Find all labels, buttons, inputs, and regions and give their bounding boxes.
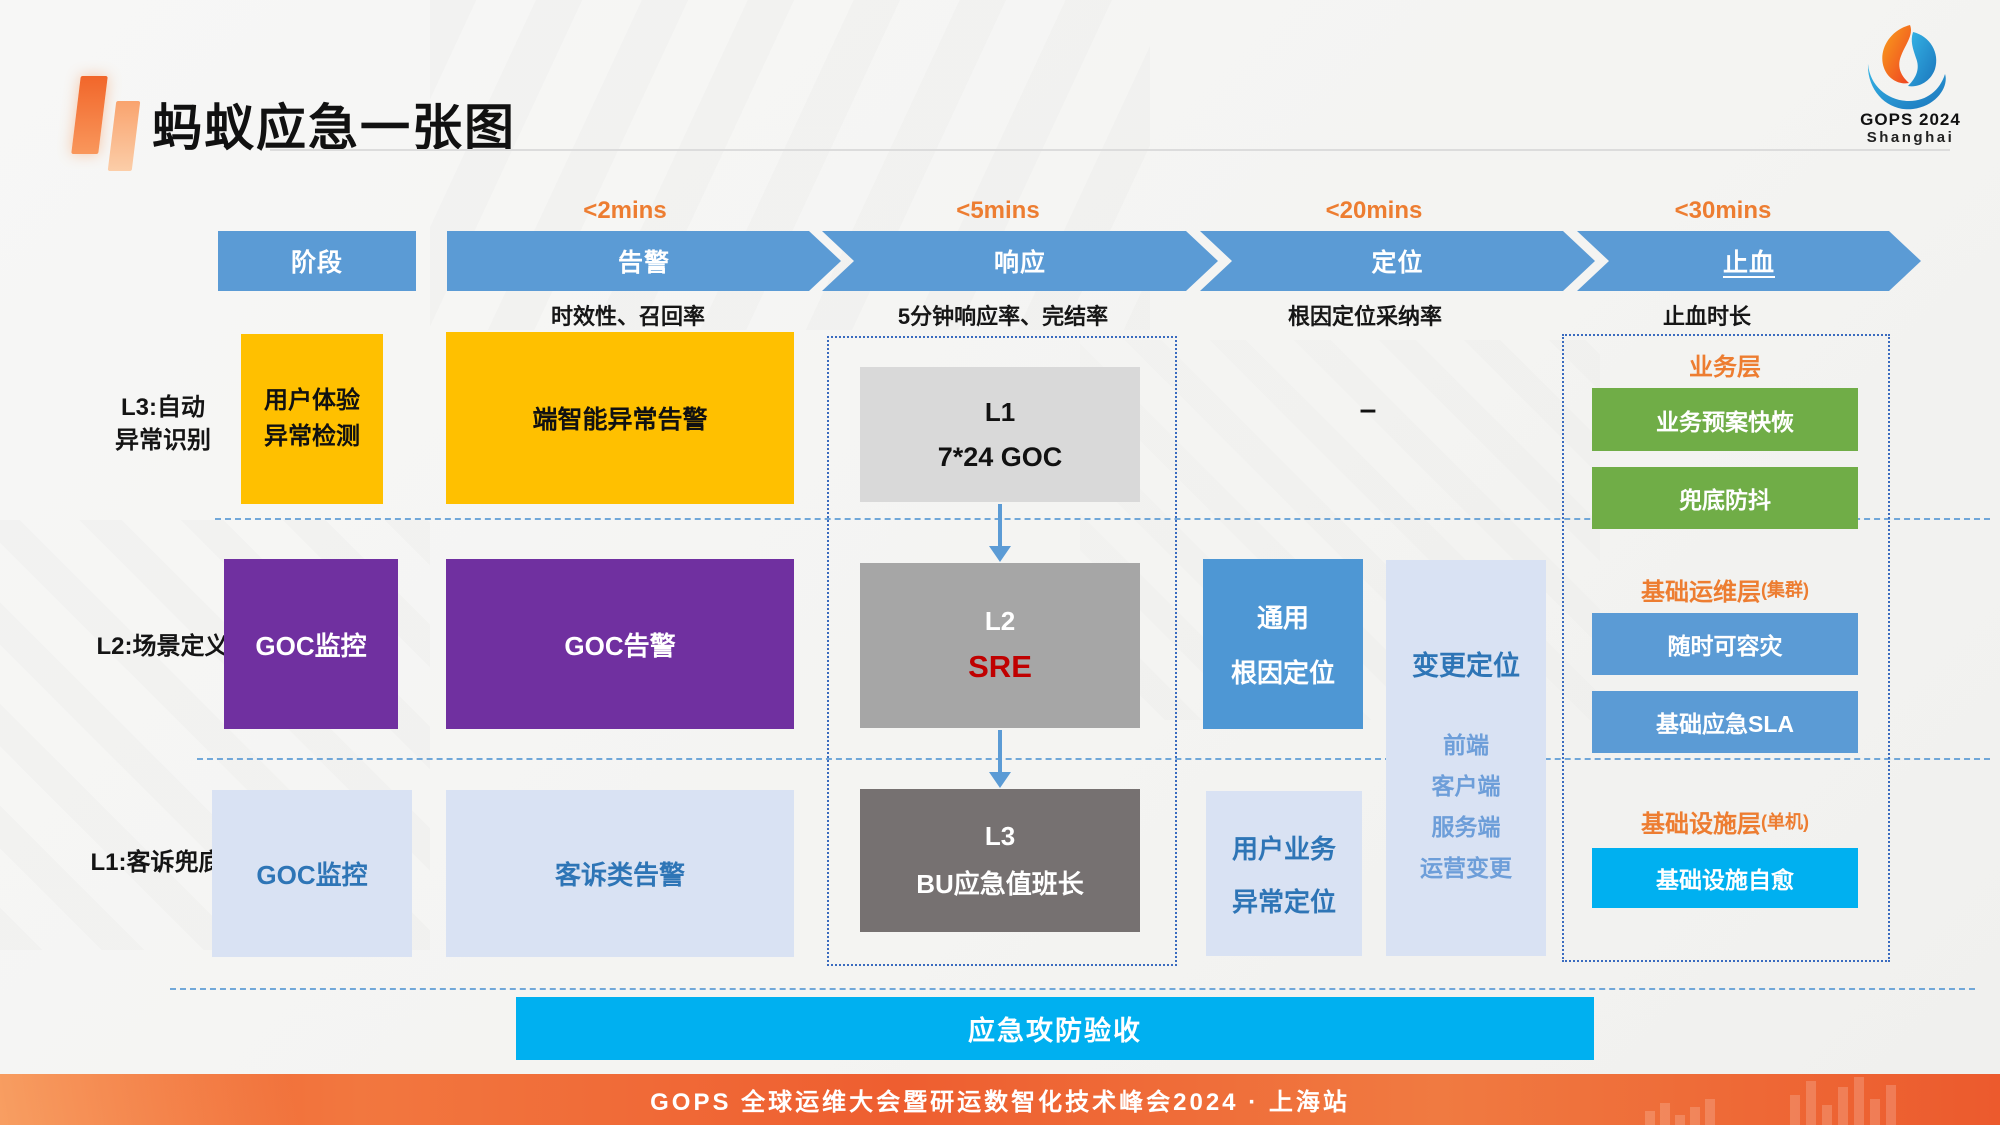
box-generic-root-cause-line1: 通用 — [1256, 603, 1309, 633]
footer-text: GOPS 全球运维大会暨研运数智化技术峰会2024 · 上海站 — [650, 1089, 1350, 1116]
stage-header-respond: 响应 — [822, 231, 1218, 291]
footer-banner: GOPS 全球运维大会暨研运数智化技术峰会2024 · 上海站 — [0, 1074, 2000, 1125]
metric-stop: 止血时长 — [1662, 304, 1751, 329]
box-basic-emergency-sla: 基础应急SLA — [1592, 691, 1858, 753]
timeline-label-20mins: <20mins — [1325, 197, 1423, 224]
title-accent-bars-icon — [71, 76, 108, 154]
box-l1-goc-title: L1 — [984, 396, 1016, 427]
change-item-operation: 运营变更 — [1420, 855, 1512, 881]
metric-locate: 根因定位采纳率 — [1287, 304, 1442, 329]
box-l1-goc-subtitle: 7*24 GOC — [937, 441, 1063, 472]
box-goc-monitor-l2: GOC监控 — [224, 559, 398, 729]
footer-equalizer-decoration — [1645, 1099, 1715, 1125]
row-label-l3-line2: 异常识别 — [115, 427, 211, 454]
box-l2-sre-subtitle: SRE — [968, 649, 1032, 684]
box-l2-sre: L2 SRE — [860, 563, 1140, 728]
stop-header-infra-layer: 基础设施层(单机) — [1592, 806, 1858, 838]
stage-header-phase: 阶段 — [218, 231, 416, 291]
box-anytime-disaster-tolerance: 随时可容灾 — [1592, 613, 1858, 675]
gops-logo-icon — [1867, 25, 1946, 110]
change-item-server: 服务端 — [1431, 814, 1501, 840]
flow-arrow-down-icon — [989, 730, 1011, 788]
respond-group-border — [827, 336, 1177, 966]
box-goc-alert: GOC告警 — [446, 559, 794, 729]
box-goc-monitor-l1: GOC监控 — [212, 790, 412, 957]
box-change-locate: 变更定位 前端 客户端 服务端 运营变更 — [1386, 560, 1546, 956]
box-l3-bu-title: L3 — [984, 820, 1016, 851]
box-l2-sre-title: L2 — [984, 606, 1016, 636]
row-label-l3: L3:自动 异常识别 — [88, 391, 238, 457]
stop-header-infra-layer-text: 基础设施层 — [1641, 810, 1761, 838]
stop-header-ops-layer: 基础运维层(集群) — [1592, 574, 1858, 606]
metric-respond: 5分钟响应率、完结率 — [897, 304, 1109, 329]
locate-l3-empty-dash: – — [1359, 393, 1377, 426]
timeline-label-5mins: <5mins — [956, 197, 1040, 224]
box-fallback-antijitter: 兜底防抖 — [1592, 467, 1858, 529]
box-user-experience-line2: 异常检测 — [264, 423, 360, 450]
box-edge-intelligent-alert: 端智能异常告警 — [446, 332, 794, 504]
change-locate-items: 前端 客户端 服务端 运营变更 — [1386, 725, 1546, 889]
page-title: 蚂蚁应急一张图 — [152, 100, 516, 156]
layer-separator-line — [215, 518, 1990, 520]
gops-logo-name: GOPS 2024 — [1860, 110, 1961, 129]
timeline-label-30mins: <30mins — [1674, 197, 1772, 224]
change-item-client: 客户端 — [1431, 773, 1501, 799]
change-item-frontend: 前端 — [1443, 732, 1489, 758]
footer-equalizer-decoration — [1790, 1077, 1896, 1125]
row-label-l3-line1: L3:自动 — [121, 394, 205, 421]
stage-header-alert: 告警 — [447, 231, 841, 291]
timeline-label-2mins: <2mins — [583, 197, 667, 224]
stage-header-locate: 定位 — [1200, 231, 1595, 291]
stop-header-ops-layer-text: 基础运维层 — [1641, 578, 1761, 606]
flow-arrow-down-icon — [989, 504, 1011, 562]
box-change-locate-title: 变更定位 — [1412, 651, 1520, 681]
box-user-experience-line1: 用户体验 — [264, 387, 360, 414]
stop-header-business-layer: 业务层 — [1689, 353, 1761, 381]
metric-alert: 时效性、召回率 — [550, 304, 705, 329]
title-underline — [270, 149, 1950, 151]
row-label-l2: L2:场景定义 — [96, 633, 229, 660]
box-user-experience-detection: 用户体验 异常检测 — [241, 334, 383, 504]
layer-separator-line — [197, 758, 1990, 760]
box-l3-bu-duty: L3 BU应急值班长 — [860, 789, 1140, 932]
stage-header-stop: 止血 — [1577, 231, 1921, 291]
banner-emergency-drill-acceptance: 应急攻防验收 — [516, 997, 1594, 1060]
layer-separator-line — [170, 988, 1975, 990]
box-l3-bu-subtitle: BU应急值班长 — [916, 868, 1084, 899]
row-label-l1: L1:客诉兜底 — [90, 849, 223, 876]
box-business-plan-recovery: 业务预案快恢 — [1592, 388, 1858, 451]
gops-logo-city: Shanghai — [1866, 129, 1955, 146]
stop-header-infra-layer-note: (单机) — [1761, 812, 1809, 832]
box-generic-root-cause: 通用 根因定位 — [1203, 559, 1363, 729]
box-infra-self-healing: 基础设施自愈 — [1592, 848, 1858, 908]
box-user-business-line2: 异常定位 — [1231, 886, 1336, 917]
box-l1-goc: L1 7*24 GOC — [860, 367, 1140, 502]
box-user-business-line1: 用户业务 — [1231, 833, 1336, 864]
stop-header-ops-layer-note: (集群) — [1761, 580, 1809, 600]
box-customer-complaint-alert: 客诉类告警 — [446, 790, 794, 957]
box-user-business-locate: 用户业务 异常定位 — [1206, 791, 1362, 956]
stop-group-border — [1562, 334, 1890, 962]
box-generic-root-cause-line2: 根因定位 — [1230, 658, 1335, 688]
title-accent-bars-icon — [107, 101, 141, 171]
